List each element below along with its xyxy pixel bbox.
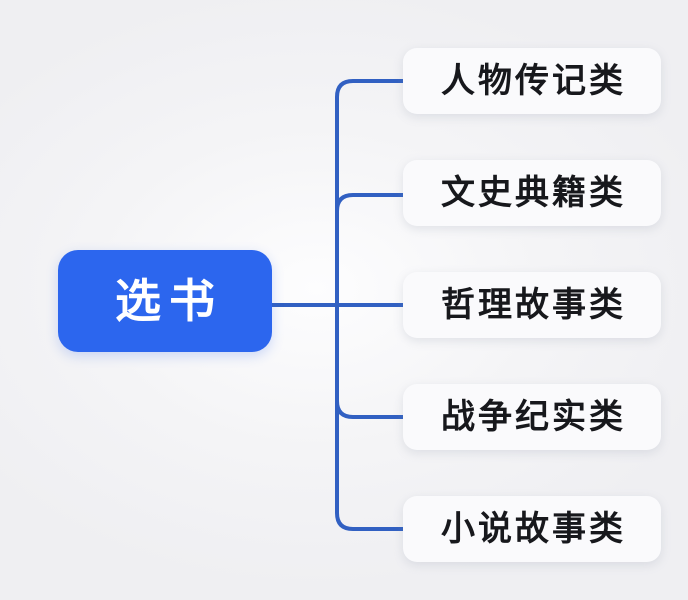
branch-node-literature-history-classics[interactable]: 文史典籍类 — [403, 160, 661, 226]
branch-label: 文史典籍类 — [441, 174, 626, 212]
branch-node-novel-stories[interactable]: 小说故事类 — [403, 496, 661, 562]
connector-branch-2 — [335, 193, 405, 307]
branch-label: 哲理故事类 — [441, 286, 626, 324]
connector-branch-1 — [335, 79, 405, 307]
central-topic-label: 选书 — [115, 275, 223, 327]
branch-node-philosophical-stories[interactable]: 哲理故事类 — [403, 272, 661, 338]
central-topic-node[interactable]: 选书 — [58, 250, 272, 352]
branch-label: 人物传记类 — [441, 62, 626, 100]
branch-node-biography[interactable]: 人物传记类 — [403, 48, 661, 114]
branch-label: 战争纪实类 — [441, 398, 626, 436]
connector-branch-5 — [335, 303, 405, 531]
branch-node-war-documentary[interactable]: 战争纪实类 — [403, 384, 661, 450]
branch-label: 小说故事类 — [441, 510, 626, 548]
connector-branch-4 — [335, 303, 405, 419]
